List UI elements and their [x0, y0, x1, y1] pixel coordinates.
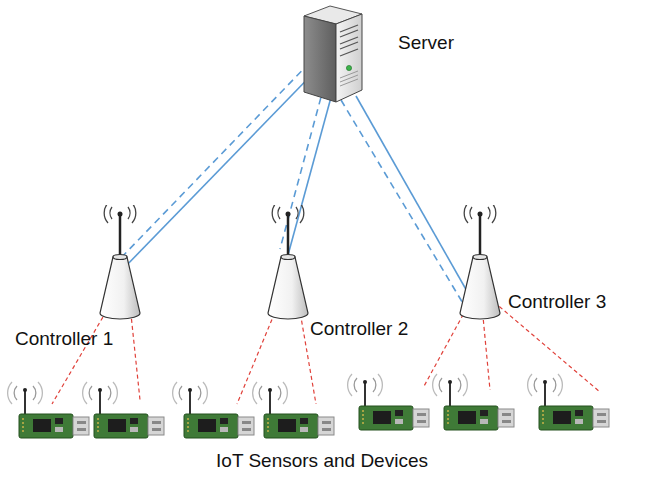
controller-node: Controller 2 [258, 205, 443, 345]
network-link [117, 54, 318, 262]
controller-tower-icon [455, 205, 505, 323]
controller-tower-icon [263, 205, 313, 323]
controller-node: Controller 3 [450, 205, 640, 330]
controller-tower-icon [95, 205, 145, 323]
network-link [280, 86, 324, 249]
network-link [356, 96, 472, 300]
group-caption: IoT Sensors and Devices [216, 450, 428, 472]
controller-node: Controller 1 [15, 205, 150, 355]
node-label: Controller 2 [310, 318, 408, 340]
node-label: Controller 1 [15, 328, 113, 350]
network-link [341, 100, 464, 305]
network-link [123, 60, 326, 269]
network-link [288, 90, 333, 255]
server-node: Server [300, 2, 460, 107]
node-label: Server [398, 32, 454, 54]
node-label: Controller 3 [508, 291, 606, 313]
server-icon [300, 2, 366, 106]
